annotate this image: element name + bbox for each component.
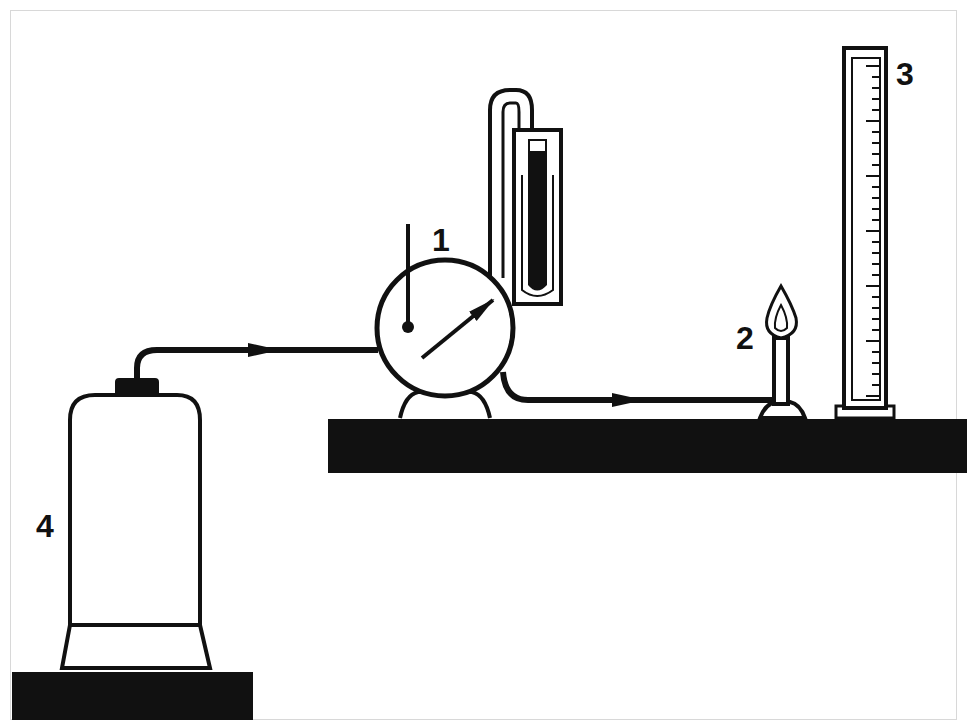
scale-tick: [866, 230, 880, 232]
table-top: [328, 419, 967, 473]
scale-tick: [872, 109, 880, 111]
scale-tick: [866, 395, 880, 397]
scale-tick: [872, 307, 880, 309]
scale-tick: [866, 285, 880, 287]
floor-bench: [12, 672, 253, 720]
callout-number: 4: [36, 510, 54, 542]
scale-tick: [872, 87, 880, 89]
scale-tick: [872, 274, 880, 276]
scale-tick: [872, 384, 880, 386]
flow-arrow: [612, 393, 644, 407]
scale-tick: [872, 219, 880, 221]
scale-tick: [872, 263, 880, 265]
scale-tick: [872, 197, 880, 199]
scale-tick: [872, 153, 880, 155]
scale-tick: [866, 340, 880, 342]
scale-tick: [872, 362, 880, 364]
callout-number: 1: [432, 224, 450, 256]
scale-tick: [866, 175, 880, 177]
gas-bottle: [62, 380, 210, 668]
scale-tick: [866, 120, 880, 122]
scale-tick: [872, 351, 880, 353]
scale-tick: [872, 76, 880, 78]
scale-tick: [872, 164, 880, 166]
scale-tick: [872, 98, 880, 100]
outlet-hose: [503, 372, 772, 400]
gas-meter: [377, 224, 513, 418]
scale-tick: [872, 241, 880, 243]
callout-number: 2: [736, 322, 754, 354]
scale-tick: [872, 131, 880, 133]
measuring-scale: [836, 48, 894, 418]
scale-tick: [872, 318, 880, 320]
bunsen-burner: [760, 286, 805, 418]
scale-tick: [872, 252, 880, 254]
scale-tick: [872, 142, 880, 144]
scale-tick: [872, 329, 880, 331]
frame: [11, 11, 957, 720]
scale-tick: [872, 373, 880, 375]
scale-tick: [872, 296, 880, 298]
manometer: [490, 90, 561, 304]
callout-number: 3: [896, 58, 914, 90]
scale-tick: [872, 208, 880, 210]
scale-tick: [872, 186, 880, 188]
scale-tick: [866, 65, 880, 67]
flow-arrow: [248, 343, 280, 357]
